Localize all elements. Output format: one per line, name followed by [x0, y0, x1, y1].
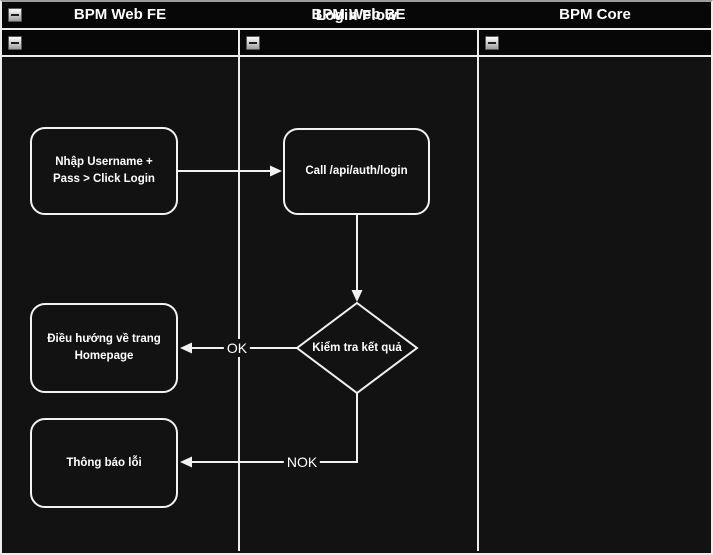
lane-fe-collapse-icon[interactable]	[8, 36, 22, 50]
node-label: Kiểm tra kết quả	[312, 342, 402, 354]
arrowhead-left-icon	[180, 342, 192, 354]
lane-label: BPM Web FE	[73, 6, 167, 23]
pool-title-bar: Login Flow	[2, 2, 711, 30]
node-label: Call /api/auth/login	[305, 165, 408, 178]
node-label: Thông báo lỗi	[66, 456, 142, 469]
arrowhead-right-icon	[270, 165, 282, 177]
lane-header-row	[2, 30, 711, 57]
lane-separator-2	[477, 30, 479, 551]
pool-collapse-icon[interactable]	[8, 8, 22, 22]
edge-credentials-to-api	[178, 165, 282, 177]
lane-core-collapse-icon[interactable]	[485, 36, 499, 50]
lane-label: BPM Web BE	[311, 6, 406, 23]
node-check-result[interactable]: Kiểm tra kết quả	[297, 303, 417, 393]
arrowhead-down-icon	[351, 290, 363, 302]
edge-check-to-error	[180, 393, 358, 468]
node-error-notification[interactable]: Thông báo lỗi	[30, 418, 178, 508]
lane-separator-1	[238, 30, 240, 551]
lane-header-bpm-web-fe[interactable]: BPM Web FE	[2, 2, 238, 27]
lane-header-bpm-core[interactable]: BPM Core	[479, 2, 711, 27]
edge-label-nok: NOK	[283, 453, 321, 471]
pool-title-label: Login Flow	[315, 6, 398, 24]
lane-header-bpm-web-be[interactable]: BPM Web BE	[240, 2, 477, 27]
edge-api-to-check	[351, 215, 363, 302]
node-label: Điều hướng về trang Homepage	[47, 333, 161, 362]
node-redirect-homepage[interactable]: Điều hướng về trang Homepage	[30, 303, 178, 393]
edge-label-ok: OK	[223, 339, 251, 357]
lane-label: BPM Core	[559, 6, 631, 23]
node-call-login-api[interactable]: Call /api/auth/login	[283, 128, 430, 215]
node-label: Nhập Username + Pass > Click Login	[53, 156, 155, 185]
node-enter-credentials[interactable]: Nhập Username + Pass > Click Login	[30, 127, 178, 215]
arrowhead-left-icon	[180, 456, 192, 468]
lane-be-collapse-icon[interactable]	[246, 36, 260, 50]
